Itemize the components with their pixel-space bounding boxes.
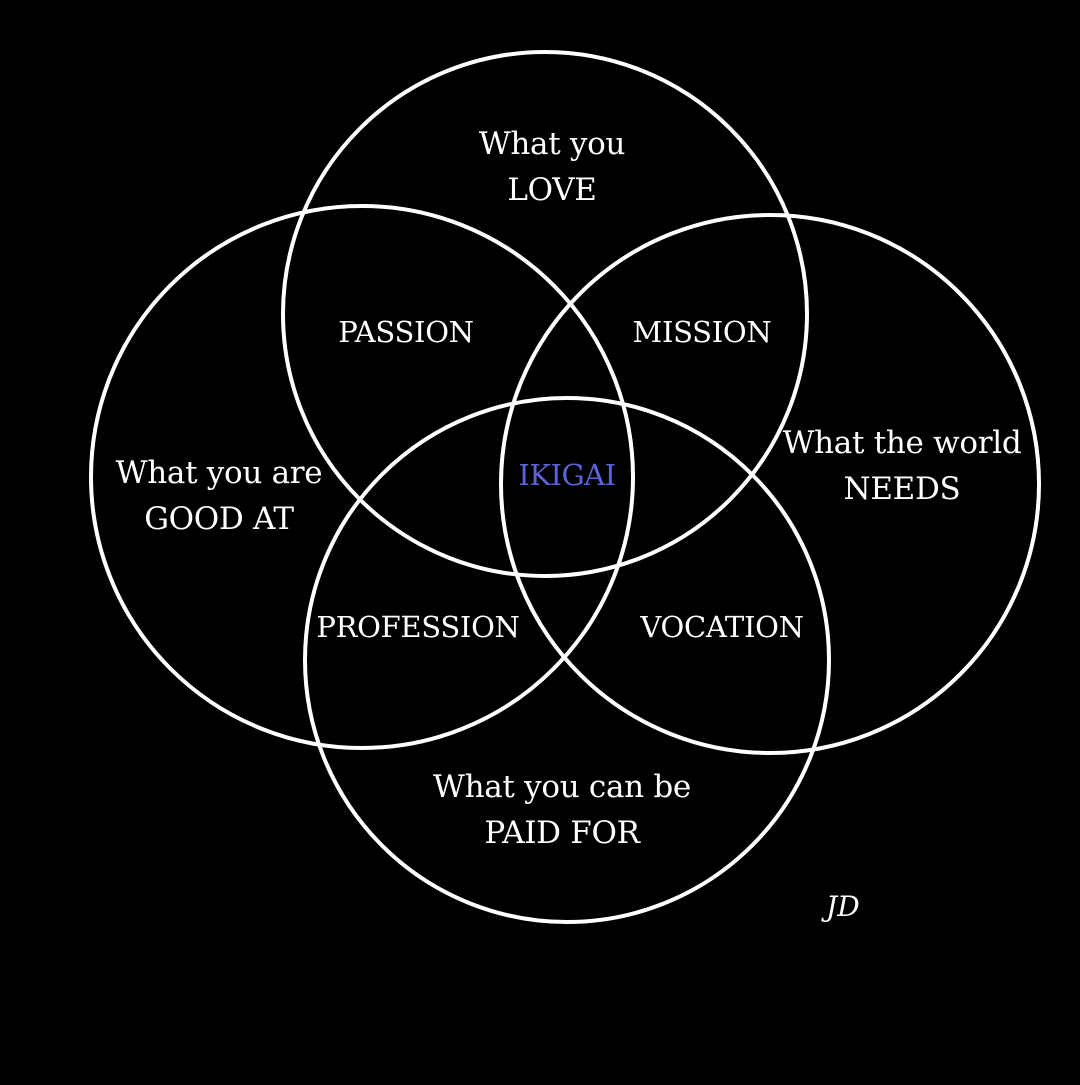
label-love-line1: What you: [478, 126, 626, 162]
label-ikigai: IKIGAI: [518, 458, 616, 492]
label-what-you-love: What you LOVE: [452, 121, 652, 213]
label-world-needs-line2: NEEDS: [843, 471, 961, 507]
signature-initials: JD: [826, 890, 860, 923]
label-world-needs-line1: What the world: [782, 425, 1022, 461]
circle-good-at: [89, 204, 635, 750]
label-what-you-can-be-paid-for: What you can be PAID FOR: [412, 764, 712, 856]
label-good-at-line1: What you are: [115, 455, 323, 491]
circle-love: [281, 50, 809, 578]
label-what-you-are-good-at: What you are GOOD AT: [108, 450, 330, 542]
label-mission: MISSION: [632, 315, 772, 349]
label-good-at-line2: GOOD AT: [144, 501, 294, 537]
label-vocation: VOCATION: [640, 610, 804, 644]
label-paid-for-line2: PAID FOR: [484, 815, 640, 851]
circle-world-needs: [499, 213, 1041, 755]
circle-paid-for: [303, 396, 831, 924]
label-love-line2: LOVE: [507, 172, 597, 208]
label-paid-for-line1: What you can be: [433, 769, 691, 805]
label-profession: PROFESSION: [316, 610, 520, 644]
label-passion: PASSION: [338, 315, 474, 349]
label-what-the-world-needs: What the world NEEDS: [770, 420, 1034, 512]
